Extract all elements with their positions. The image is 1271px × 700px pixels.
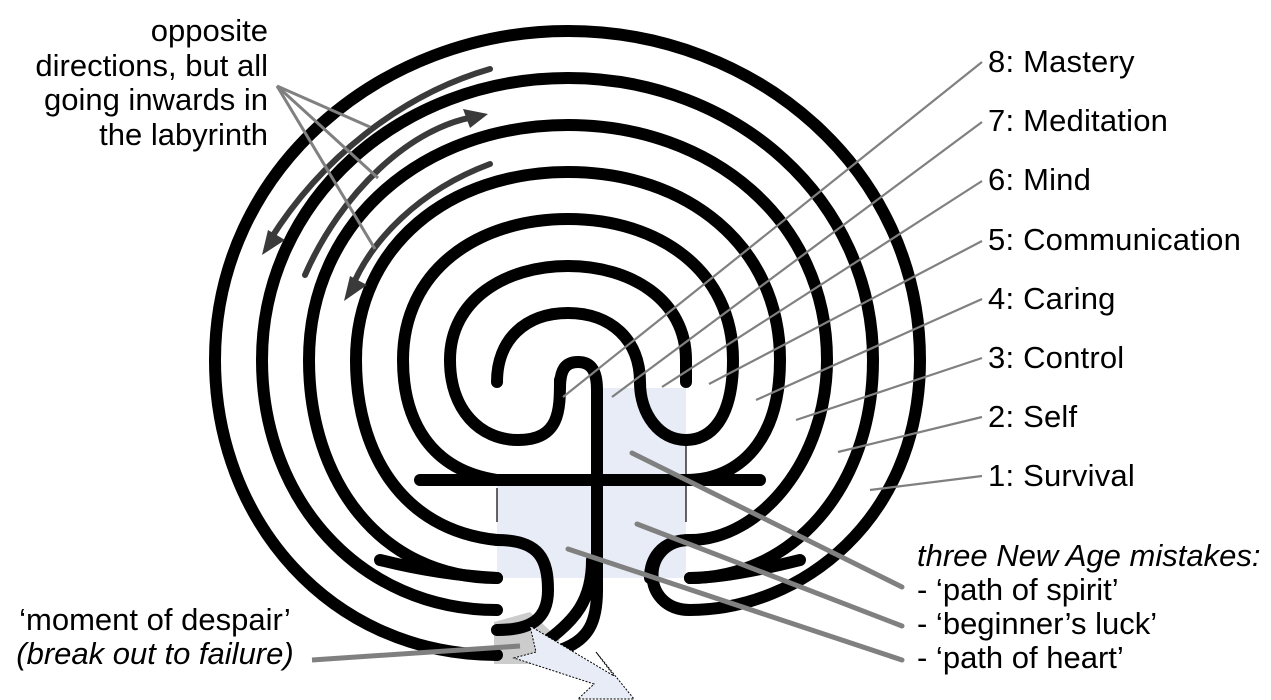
level-label-8: 8: Mastery [988,44,1135,79]
mistakes-list: three New Age mistakes: - ‘path of spiri… [917,535,1260,679]
note-pointer-lines [275,84,380,250]
note-line: directions, but all [35,47,268,83]
direction-note: opposite directions, but all going inwar… [35,13,268,152]
despair-note: ‘moment of despair’ (break out to failur… [2,600,308,674]
level-leader-lines [562,61,983,492]
despair-title: ‘moment of despair’ [19,602,291,637]
arrowhead-down-left-icon [262,230,285,255]
despair-leader-line [311,643,521,663]
level-label-7: 7: Meditation [988,103,1169,138]
arrowhead-right-icon [463,109,488,128]
direction-arrowheads [262,109,488,301]
mistake-leader-lines [565,450,905,663]
note-line: going inwards in [43,82,268,117]
exit-arrow-icon [512,624,636,700]
level-label-1: 1: Survival [988,458,1135,493]
labyrinth-walls [208,24,927,661]
level-label-5: 5: Communication [988,222,1242,257]
despair-subtitle: (break out to failure) [16,636,294,671]
mistake-item: - ‘path of heart’ [917,640,1124,675]
note-line: the labyrinth [99,116,268,152]
arrowhead-down-left-icon [344,276,367,301]
level-label-6: 6: Mind [988,162,1092,197]
mistakes-heading: three New Age mistakes: [917,538,1261,573]
level-label-4: 4: Caring [988,281,1116,316]
note-line: opposite [150,13,268,48]
mistake-item: - ‘beginner’s luck’ [917,606,1158,641]
level-label-3: 3: Control [988,340,1125,375]
mistake-item: - ‘path of spirit’ [917,572,1119,607]
level-label-2: 2: Self [988,399,1078,434]
direction-arrows [267,66,493,295]
